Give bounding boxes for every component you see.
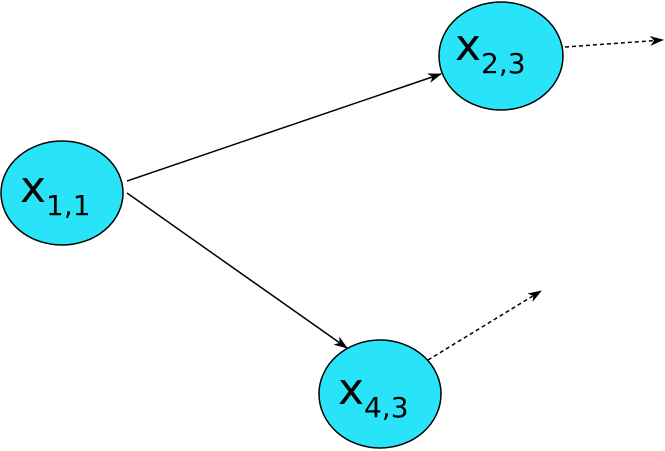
node-x23-label: x2,3 — [455, 20, 526, 80]
node-x23-symbol: x — [455, 20, 481, 71]
node-x43-label: x4,3 — [338, 364, 409, 424]
node-x43-circle — [318, 339, 442, 449]
node-x11-label: x1,1 — [20, 162, 91, 222]
node-x11-subscript: 1,1 — [46, 189, 91, 222]
edge-x23-outgoing-dashed — [564, 35, 664, 48]
node-x11-circle — [0, 140, 124, 246]
edge-x11-to-x43 — [126, 192, 348, 349]
node-x23-circle — [438, 1, 564, 111]
node-x43-symbol: x — [338, 364, 364, 415]
node-x43: x4,3 — [318, 339, 442, 449]
edge-x11-to-x23 — [126, 73, 442, 182]
node-x23: x2,3 — [438, 1, 564, 111]
node-x11: x1,1 — [0, 140, 124, 246]
node-x11-symbol: x — [20, 162, 46, 213]
node-x23-subscript: 2,3 — [481, 47, 526, 80]
node-x43-subscript: 4,3 — [364, 391, 409, 424]
edge-x43-outgoing-dashed — [427, 290, 542, 361]
